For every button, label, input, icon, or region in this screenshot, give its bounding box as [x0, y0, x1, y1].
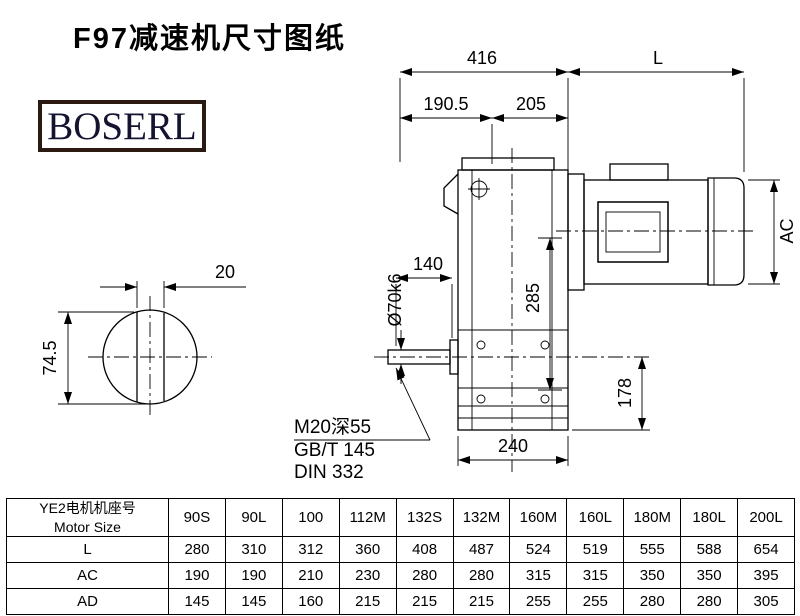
table-cell: 215 [338, 588, 397, 615]
drawing-title: F97减速机尺寸图纸 [73, 23, 346, 55]
shaft-key-height-dimension: 74.5 [40, 311, 150, 405]
table-cell: 280 [395, 562, 454, 589]
table-cell: 230 [338, 562, 397, 589]
table-cell: 255 [509, 588, 568, 615]
dim-base-width: 240 [498, 436, 528, 456]
dimension-178: 178 [572, 357, 650, 431]
table-cell: 145 [168, 588, 226, 615]
table-cell: 315 [566, 562, 625, 589]
table-cell: 360 [338, 536, 397, 563]
table-cell: 519 [566, 536, 625, 563]
table-cell: 255 [566, 588, 625, 615]
key-width-dimension: 20 [100, 262, 246, 308]
corner-header-cn: YE2电机机座号 [39, 500, 136, 517]
table-cell: 190 [224, 562, 283, 589]
dimension-shaft-diameter: Ø70k6 [385, 273, 405, 384]
table-cell: 280 [168, 536, 226, 563]
table-cell: 555 [623, 536, 682, 563]
dim-motor-diameter: AC [777, 218, 797, 243]
table-cell: 588 [680, 536, 739, 563]
column-header: 100 [281, 498, 340, 537]
table-cell: 160 [281, 588, 340, 615]
table-cell: 408 [395, 536, 454, 563]
dim-key-width: 20 [215, 262, 235, 282]
table-cell: 315 [509, 562, 568, 589]
technical-drawing: 20 74.5 [40, 48, 797, 483]
column-header: 112M [338, 498, 397, 537]
gearbox-view [374, 148, 652, 472]
dimension-190-205: 190.5 205 [400, 94, 568, 164]
column-header: 90L [224, 498, 283, 537]
row-label: AC [6, 562, 169, 589]
dim-motor-length: L [653, 48, 663, 68]
column-header: 132S [395, 498, 454, 537]
dimension-240: 240 [457, 436, 569, 466]
table-cell: 145 [224, 588, 283, 615]
table-cell: 305 [737, 588, 795, 615]
thread-note-gb: GB/T 145 [294, 440, 375, 461]
table-cell: 310 [224, 536, 283, 563]
dim-right-section: 205 [516, 94, 546, 114]
column-header: 90S [168, 498, 226, 537]
dimension-AC: AC [748, 179, 797, 285]
row-label: AD [6, 588, 169, 615]
thread-note-din: DIN 332 [294, 462, 364, 483]
column-header: 180L [680, 498, 739, 537]
table-cell: 350 [680, 562, 739, 589]
table-cell: 487 [452, 536, 511, 563]
table-cell: 350 [623, 562, 682, 589]
table-cell: 524 [509, 536, 568, 563]
column-header: 160M [509, 498, 568, 537]
motor-view [556, 163, 756, 291]
dim-shaft-length: 140 [413, 254, 443, 274]
dimension-285: 285 [523, 237, 562, 391]
corner-header-en: Motor Size [54, 518, 121, 535]
dim-body-height: 285 [523, 283, 543, 313]
dimension-140: 140 [395, 254, 453, 346]
column-header: 160L [566, 498, 625, 537]
table-cell: 312 [281, 536, 340, 563]
table-corner-header: YE2电机机座号 Motor Size [6, 498, 169, 537]
dim-key-height: 74.5 [40, 340, 60, 375]
column-header: 180M [623, 498, 682, 537]
column-header: 200L [737, 498, 795, 537]
table-cell: 280 [452, 562, 511, 589]
dim-overall-length: 416 [467, 48, 497, 68]
dim-shaft-diameter: Ø70k6 [385, 273, 405, 326]
table-cell: 280 [680, 588, 739, 615]
table-cell: 215 [395, 588, 454, 615]
table-cell: 210 [281, 562, 340, 589]
dim-left-section: 190.5 [423, 94, 468, 114]
table-cell: 215 [452, 588, 511, 615]
table-cell: 654 [737, 536, 795, 563]
thread-note-size: M20深55 [294, 416, 371, 438]
boserl-logo: BOSERL [38, 100, 206, 152]
column-header: 132M [452, 498, 511, 537]
thread-note: M20深55 GB/T 145 DIN 332 [294, 367, 431, 483]
table-cell: 280 [623, 588, 682, 615]
row-label: L [6, 536, 169, 563]
table-cell: 395 [737, 562, 795, 589]
table-cell: 190 [168, 562, 226, 589]
dim-center-height: 178 [615, 378, 635, 408]
logo-text: BOSERL [47, 104, 197, 148]
dimension-416-L: 416 L [399, 48, 745, 172]
shaft-end-view [88, 296, 212, 418]
